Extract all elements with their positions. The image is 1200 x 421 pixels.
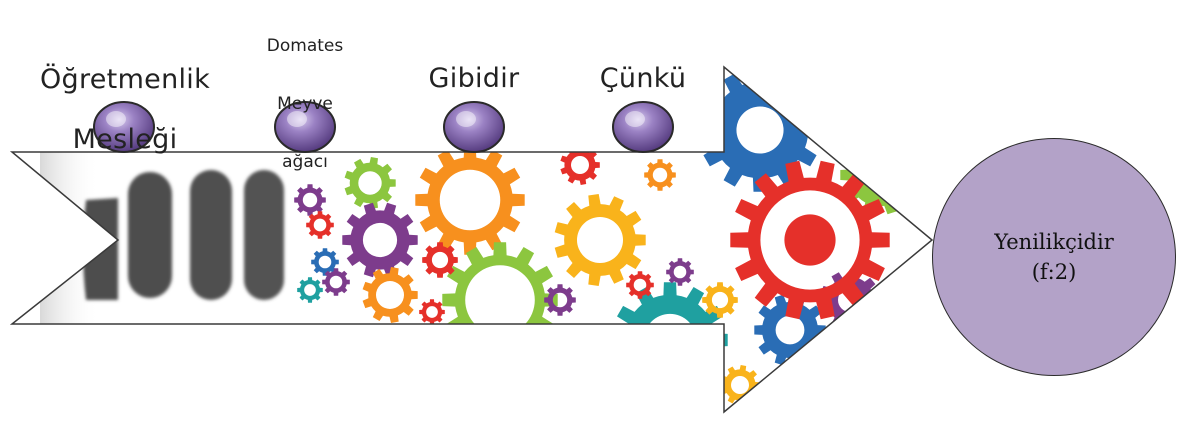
gear-icon: [297, 277, 323, 303]
gear-icon: [702, 282, 738, 318]
bullet-sphere-icon: [93, 101, 155, 153]
gear-icon: [560, 145, 600, 185]
bullet-sphere-icon: [443, 101, 505, 153]
gear-icon: [626, 271, 654, 299]
gear-icon: [422, 242, 458, 278]
bullet-sphere-icon: [274, 101, 336, 153]
conclusion-frequency: (f:2): [1031, 260, 1077, 284]
gear-icon: [311, 248, 339, 276]
arrow-outline: [9, 65, 934, 414]
subject-line-1: Öğretmenlik: [39, 64, 211, 95]
gear-icon: [306, 211, 334, 239]
gear-icon: [419, 299, 445, 325]
reason-label: Çünkü: [599, 63, 687, 94]
gear-icon: [644, 159, 676, 191]
gear-icon: [730, 160, 890, 320]
metaphor-line-2: Meyve: [277, 94, 333, 114]
subject-line-2: Mesleği: [72, 124, 178, 155]
conclusion-text: Yenilikçidir: [994, 230, 1114, 254]
metaphor-label: Domates Meyve ağacı: [240, 3, 370, 177]
conclusion-circle: Yenilikçidir (f:2): [932, 138, 1176, 376]
subject-label: Öğretmenlik Mesleği: [30, 35, 220, 155]
gear-icon: [666, 258, 694, 286]
comparison-label: Gibidir: [428, 63, 520, 94]
vertical-bars-icon: [83, 170, 284, 300]
gear-icon: [544, 284, 576, 316]
gear-icon: [322, 268, 350, 296]
gear-icon: [415, 145, 525, 255]
gear-icon: [342, 202, 418, 278]
gear-icon: [554, 194, 646, 286]
metaphor-line-1: Domates: [266, 36, 344, 56]
gear-icon: [294, 184, 326, 216]
gear-icon: [362, 267, 418, 323]
bullet-sphere-icon: [612, 101, 674, 153]
metaphor-line-3: ağacı: [282, 152, 328, 172]
gear-icon: [344, 157, 396, 209]
